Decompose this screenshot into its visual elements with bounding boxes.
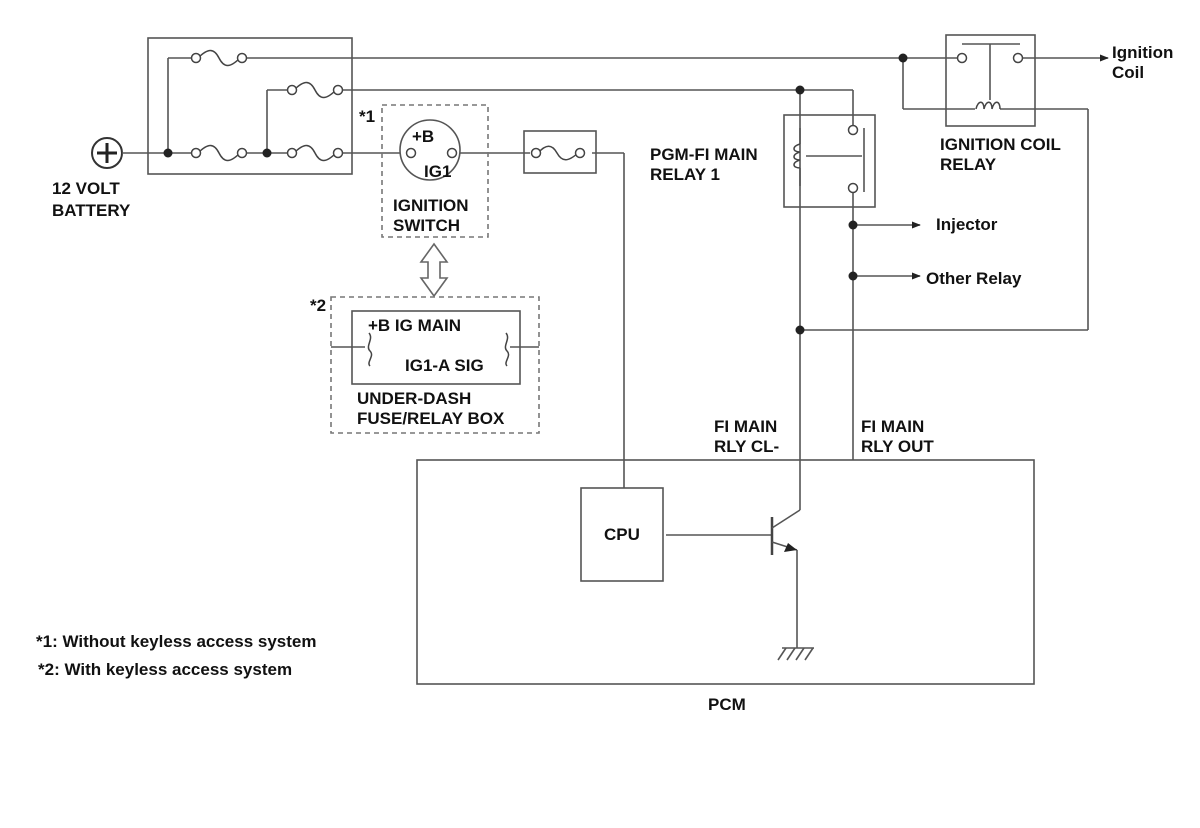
transistor-symbol <box>770 509 801 555</box>
switch-ig1-label: IG1 <box>424 162 451 181</box>
alternative-double-arrow <box>419 242 449 298</box>
battery-label-2: BATTERY <box>52 201 131 220</box>
star1-label: *1 <box>359 107 375 126</box>
ignition-coil-label-2: Coil <box>1112 63 1144 82</box>
ground-symbol <box>777 647 814 661</box>
under-dash-fuse-left <box>367 332 373 367</box>
pcm-label: PCM <box>708 695 746 714</box>
fuse-top <box>190 49 248 67</box>
star2-label: *2 <box>310 296 326 315</box>
battery-label: 12 VOLT <box>52 179 120 198</box>
fi-main-out-label-2: RLY OUT <box>861 437 934 456</box>
ig-main-label: +B IG MAIN <box>368 316 461 335</box>
ig1a-sig-label: IG1-A SIG <box>405 356 484 375</box>
ign-coil-relay-label: IGNITION COIL <box>940 135 1061 154</box>
fi-main-out-label: FI MAIN <box>861 417 924 436</box>
pgm-relay-label: PGM-FI MAIN <box>650 145 758 164</box>
under-dash-label-2: FUSE/RELAY BOX <box>357 409 505 428</box>
pcm-fuse-box <box>523 130 597 174</box>
ignition-switch-label-2: SWITCH <box>393 216 460 235</box>
fi-main-cl-label: FI MAIN <box>714 417 777 436</box>
under-dash-label: UNDER-DASH <box>357 389 471 408</box>
pgm-relay-label-2: RELAY 1 <box>650 165 720 184</box>
pgm-fi-main-relay-box <box>783 114 876 208</box>
ignition-switch-symbol <box>399 119 461 181</box>
ign-coil-relay-label-2: RELAY <box>940 155 997 174</box>
ignition-coil-label: Ignition <box>1112 43 1173 62</box>
switch-b-label: +B <box>412 127 434 146</box>
under-dash-dashed-box <box>330 296 540 434</box>
junction-dots <box>163 53 908 335</box>
fuse-main-left <box>190 144 248 162</box>
note-with-keyless: *2: With keyless access system <box>38 660 292 679</box>
under-dash-fuse-right <box>504 332 510 367</box>
fuse-second <box>286 81 344 99</box>
underhood-fuse-box <box>147 37 353 175</box>
pcm-box <box>416 459 1035 685</box>
note-without-keyless: *1: Without keyless access system <box>36 632 317 651</box>
ignition-switch-dashed-box <box>381 104 489 238</box>
cpu-box <box>580 487 664 582</box>
injector-label: Injector <box>936 215 998 234</box>
other-relay-label: Other Relay <box>926 269 1022 288</box>
fuse-pcm <box>530 145 586 161</box>
ignition-coil-relay-box <box>945 34 1036 127</box>
fi-main-cl-label-2: RLY CL- <box>714 437 779 456</box>
ignition-switch-label: IGNITION <box>393 196 469 215</box>
wiring <box>122 54 1109 648</box>
battery-symbol <box>91 137 123 169</box>
ign-relay-coil <box>975 101 1001 110</box>
pgm-relay-coil <box>793 143 801 169</box>
fuse-main-right <box>286 144 344 162</box>
cpu-label: CPU <box>604 525 640 544</box>
